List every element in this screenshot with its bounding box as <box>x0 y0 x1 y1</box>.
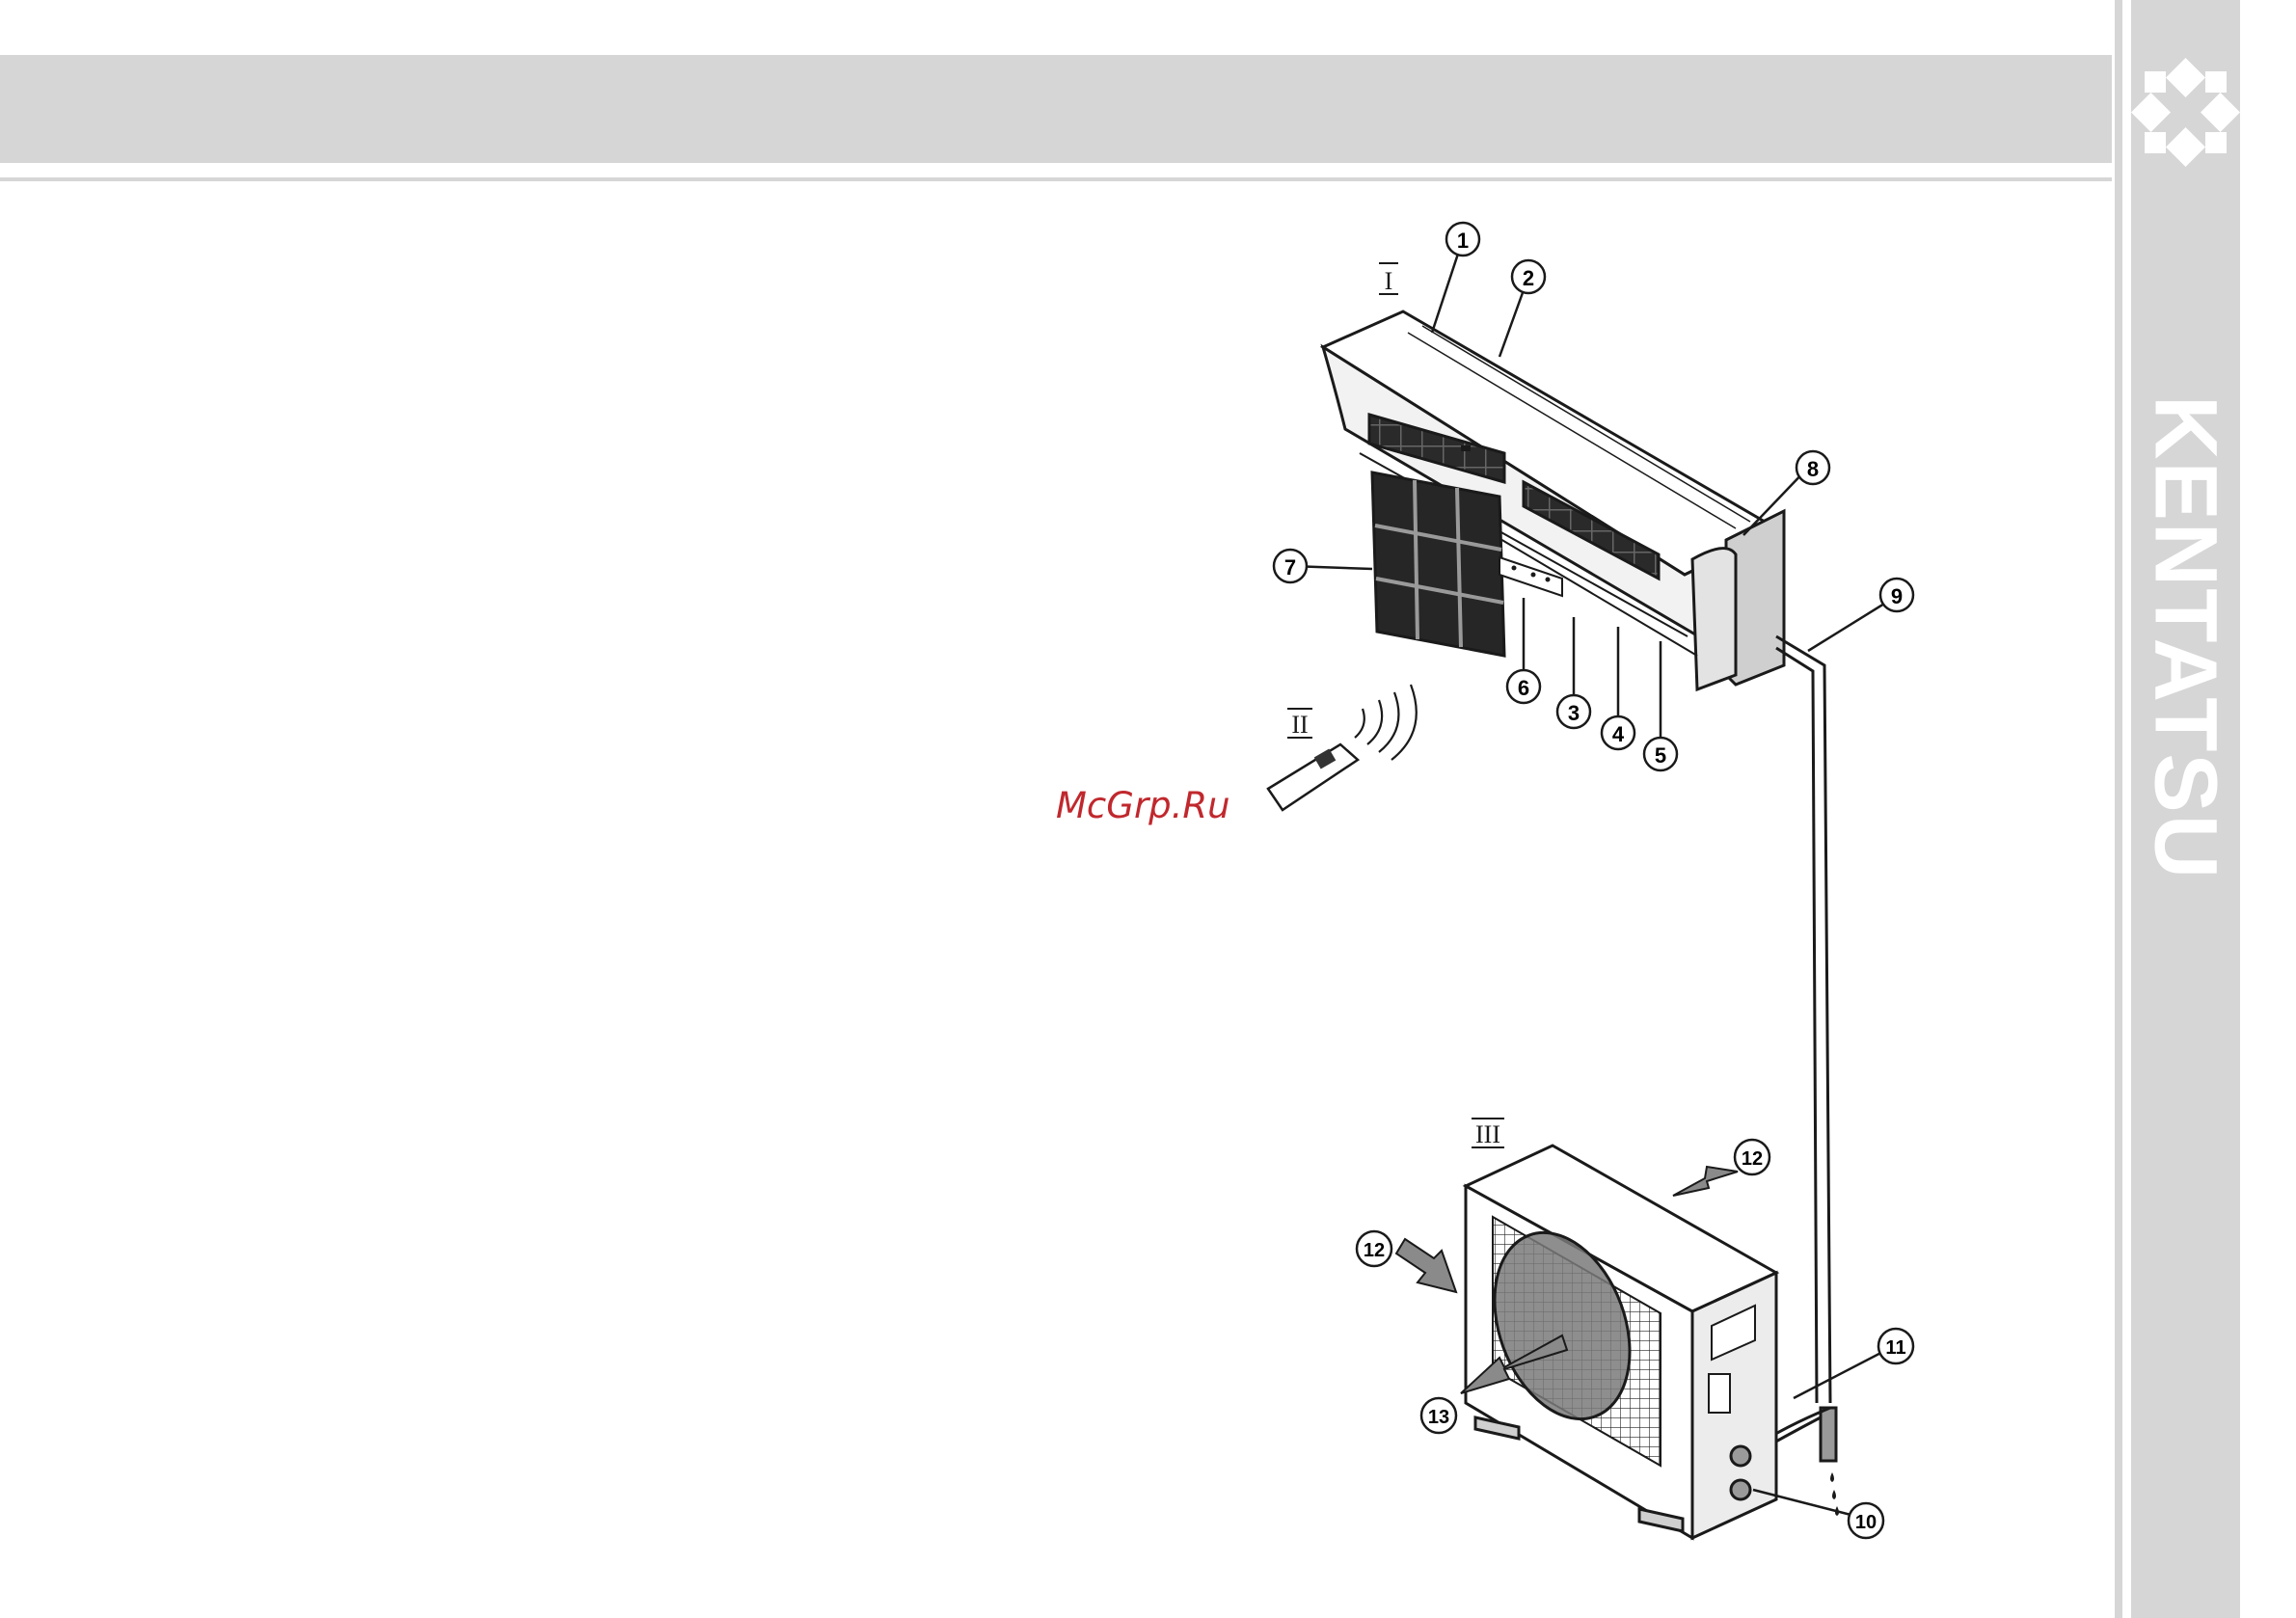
callout-5: 5 <box>1644 738 1677 770</box>
svg-text:10: 10 <box>1855 1512 1877 1533</box>
svg-text:4: 4 <box>1612 722 1625 746</box>
svg-text:11: 11 <box>1885 1337 1905 1359</box>
svg-text:7: 7 <box>1284 555 1296 580</box>
svg-text:6: 6 <box>1518 676 1529 700</box>
callout-13: 13 <box>1421 1398 1456 1433</box>
svg-text:I: I <box>1385 267 1393 295</box>
callout-10: 10 <box>1849 1503 1883 1538</box>
svg-text:III: III <box>1475 1120 1500 1148</box>
remote-control <box>1268 685 1417 810</box>
svg-text:3: 3 <box>1568 701 1580 725</box>
svg-text:8: 8 <box>1807 457 1819 481</box>
unit-label-remote: II <box>1287 709 1312 739</box>
svg-text:II: II <box>1291 711 1308 739</box>
callout-12-rear: 12 <box>1735 1140 1769 1174</box>
svg-text:12: 12 <box>1364 1240 1385 1261</box>
callout-12-side: 12 <box>1357 1231 1391 1266</box>
outdoor-unit <box>1466 1146 1776 1538</box>
callout-6: 6 <box>1507 670 1540 703</box>
air-intake-arrow-side <box>1396 1239 1456 1292</box>
callout-1: 1 <box>1446 223 1479 256</box>
svg-text:1: 1 <box>1457 229 1469 253</box>
callout-7: 7 <box>1274 550 1307 582</box>
callout-9: 9 <box>1880 579 1913 611</box>
svg-text:5: 5 <box>1655 743 1666 768</box>
callout-4: 4 <box>1602 716 1634 749</box>
callout-8: 8 <box>1796 451 1829 484</box>
callout-11: 11 <box>1878 1329 1913 1363</box>
callout-3: 3 <box>1557 695 1590 728</box>
display-panel <box>1499 557 1562 596</box>
air-filter <box>1372 472 1504 656</box>
svg-text:12: 12 <box>1742 1148 1763 1170</box>
unit-label-indoor: I <box>1379 263 1398 295</box>
svg-text:9: 9 <box>1891 584 1903 608</box>
air-intake-arrow-rear <box>1673 1167 1738 1196</box>
callout-2: 2 <box>1512 260 1545 293</box>
unit-label-outdoor: III <box>1472 1119 1504 1148</box>
svg-text:2: 2 <box>1523 266 1534 290</box>
svg-text:13: 13 <box>1428 1407 1449 1428</box>
